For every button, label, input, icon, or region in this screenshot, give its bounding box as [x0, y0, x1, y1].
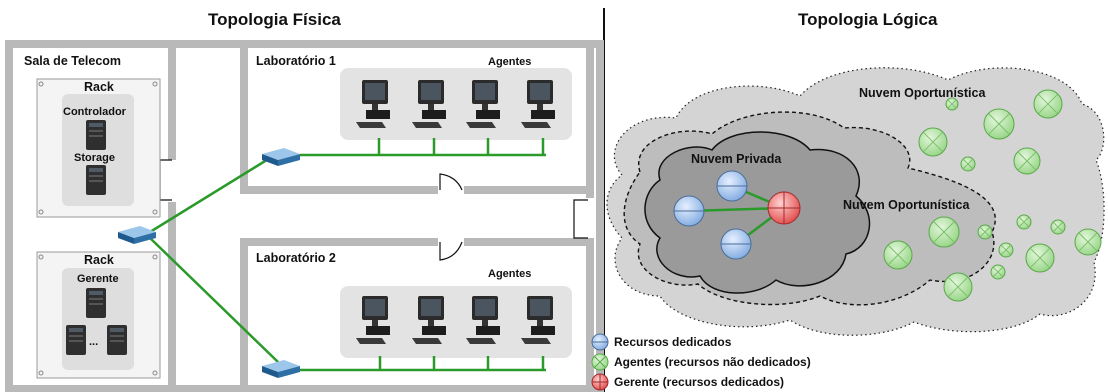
- core-switch-icon: [118, 226, 156, 244]
- ellipsis-label: ...: [89, 336, 99, 348]
- lab1-label: Laboratório 1: [256, 54, 336, 68]
- legend-manager-label: Gerente (recursos dedicados): [614, 375, 785, 389]
- rack-bottom-label: Rack: [84, 253, 114, 267]
- agent-nodes: [883, 89, 1102, 302]
- physical-topology-title: Topologia Física: [208, 10, 341, 29]
- manager-label: Gerente: [77, 273, 119, 285]
- rack-bottom: [36, 251, 161, 379]
- building-walls: [5, 40, 604, 392]
- rack-top: [36, 78, 161, 218]
- controller-label: Controlador: [63, 106, 126, 118]
- telecom-room-label: Sala de Telecom: [24, 54, 122, 68]
- private-cloud-label: Nuvem Privada: [691, 152, 782, 166]
- opportunistic-cloud-outer-label: Nuvem Oportunística: [859, 86, 986, 100]
- lab1-switch-icon: [262, 148, 300, 166]
- rack-top-label: Rack: [84, 80, 114, 94]
- logical-topology-title: Topologia Lógica: [798, 10, 938, 29]
- opportunistic-cloud-inner-label: Nuvem Oportunística: [843, 198, 970, 212]
- private-cloud: [644, 131, 871, 294]
- dedicated-resource-nodes: [673, 170, 752, 260]
- lab2-agents-label: Agentes: [488, 268, 532, 280]
- legend-dedicated-label: Recursos dedicados: [614, 335, 732, 349]
- manager-node: [767, 191, 801, 225]
- lab1-agents-box: [340, 68, 572, 140]
- lab1-agents-label: Agentes: [488, 56, 532, 68]
- doors: [154, 159, 596, 261]
- lab2-label: Laboratório 2: [256, 251, 336, 265]
- lab2-switch-icon: [262, 360, 300, 378]
- legend-agents-label: Agentes (recursos não dedicados): [614, 355, 811, 369]
- lab2-agents-box: [340, 286, 572, 358]
- storage-label: Storage: [74, 152, 115, 164]
- legend-markers: [591, 333, 609, 391]
- network-links: [149, 138, 546, 372]
